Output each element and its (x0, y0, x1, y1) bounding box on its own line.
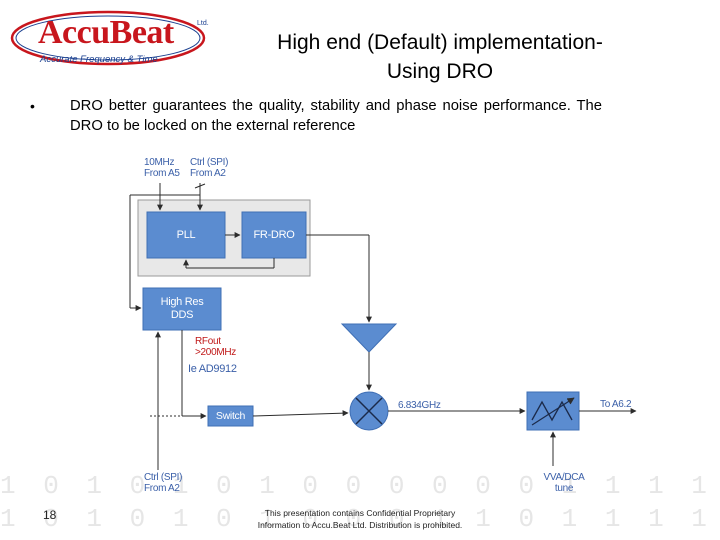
confidentiality-line-2: Information to Accu.Beat Ltd. Distributi… (257, 520, 463, 530)
dds-label-line-2: DDS (170, 309, 194, 321)
dds-part-label: Ie AD9912 (188, 363, 237, 375)
slide-title: High end (Default) implementation- Using… (220, 28, 660, 86)
ref-in-line-1: 10MHz (144, 157, 175, 168)
freq-label: 6.834GHz (398, 400, 441, 411)
confidentiality-line-1: This presentation contains Confidential … (264, 508, 456, 518)
confidentiality-notice: This presentation contains Confidential … (225, 507, 495, 531)
pll-block (146, 211, 226, 259)
accubeat-logo: AccuBeat Ltd. Accurate Frequency & Time (10, 8, 225, 74)
title-line-1: High end (Default) implementation- (277, 31, 603, 54)
pll-label: PLL (176, 229, 196, 241)
output-label: To A6.2 (600, 399, 632, 410)
bullet-symbol: • (30, 98, 35, 114)
vva-label: VVA/DCA tune (541, 472, 587, 494)
rfout-label: RFout >200MHz (195, 336, 236, 358)
ctrl-bottom-label: Ctrl (SPI) From A2 (144, 472, 182, 494)
frdro-block (241, 211, 307, 259)
vva-line-2: tune (554, 483, 574, 494)
dds-label-line-1: High Res (160, 296, 204, 308)
amplifier-triangle (340, 323, 398, 353)
dds-label: High Res DDS (143, 296, 221, 322)
ref-in-line-2: From A5 (144, 168, 180, 179)
ctrl-bottom-line-1: Ctrl (SPI) (144, 472, 183, 483)
rfout-line-2: >200MHz (195, 347, 236, 358)
rfout-line-1: RFout (195, 336, 221, 347)
logo-ltd: Ltd. (197, 20, 209, 27)
ctrl-top-line-1: Ctrl (SPI) (190, 157, 229, 168)
ref-in-label: 10MHz From A5 (144, 157, 180, 179)
logo-swoosh-icon (10, 10, 206, 66)
page-number: 18 (43, 508, 57, 522)
logo-wordmark: AccuBeat (38, 14, 174, 51)
ctrl-top-label: Ctrl (SPI) From A2 (190, 157, 228, 179)
logo-tagline: Accurate Frequency & Time (40, 54, 158, 65)
title-line-2: Using DRO (386, 60, 494, 83)
switch-label: Switch (215, 410, 246, 422)
vva-line-1: VVA/DCA (543, 472, 585, 483)
bullet-text: DRO better guarantees the quality, stabi… (70, 98, 602, 134)
ctrl-top-line-2: From A2 (190, 168, 226, 179)
ctrl-bottom-line-2: From A2 (144, 483, 180, 494)
frdro-label: FR-DRO (253, 229, 295, 241)
binary-background: 1 0 1 0 1 0 1 0 0 0 0 0 0 1 1 1 1 0 1 0 … (0, 471, 720, 534)
